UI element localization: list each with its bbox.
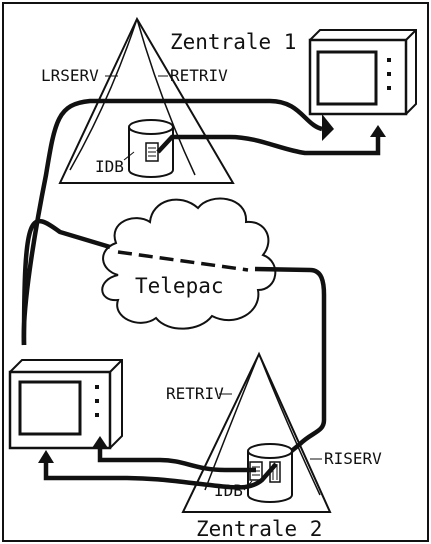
zentrale-1-title: Zentrale 1 [170,30,296,54]
wan-link-right [254,266,327,466]
telepac-cloud: Telepac [101,197,277,330]
wan-link-dashed-through-telepac [117,250,249,272]
zentrale-1-retriv-label: RETRIV [170,66,228,85]
zentrale-1-node: Zentrale 1 LRSERV RETRIV IDB [41,16,296,184]
zentrale-2-retriv-label: RETRIV [166,384,224,403]
terminal-monitor-icon [308,29,417,116]
telepac-label: Telepac [135,274,224,298]
arrowhead-up-monitor [92,436,108,448]
idb-database-icon [128,119,174,178]
zentrale-1-lrserv-label: LRSERV [41,66,99,85]
zentrale-2-triangle [181,351,332,513]
idb-database-icon [247,443,293,503]
zentrale-2-riserv-label: RISERV [324,449,382,468]
link-zentrale1-to-monitor-upper [21,98,323,346]
arrowhead-up-lower [38,450,54,463]
zentrale-2-inner-curve-right [258,353,321,496]
terminal-monitor-icon [8,359,123,450]
idb-label-leader [123,151,135,161]
zentrale-1-inner-curve-right [136,18,196,176]
link-zentrale2-to-monitor-lower [43,462,278,490]
link-idb-to-monitor [156,134,381,156]
zentrale-2-title: Zentrale 2 [196,517,322,541]
zentrale-2-inner-curve-left [204,353,260,491]
wan-link-left [21,218,111,346]
arrowhead-up-monitor [370,125,386,137]
link-idb-to-monitor [97,448,256,473]
zentrale-1-inner-curve-left [69,18,138,171]
arrowhead-right-upper [322,114,334,141]
zentrale-2-node: Zentrale 2 RETRIV RISERV IDB [166,351,382,541]
zentrale-1-idb-label: IDB [95,157,124,176]
